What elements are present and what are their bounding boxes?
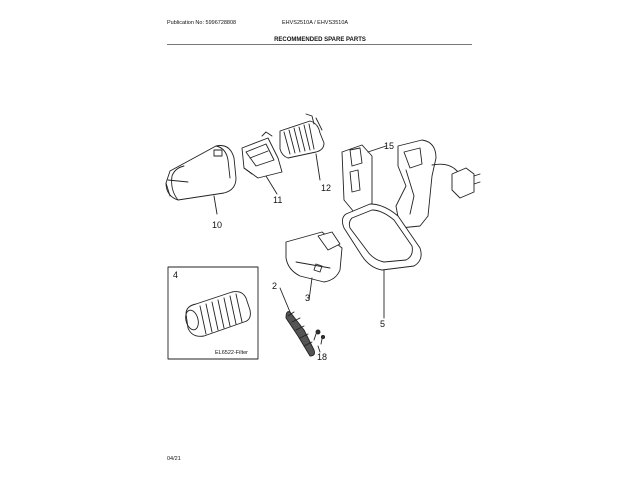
pleated-filter-part: [279, 113, 325, 181]
charger-adapter-part: [431, 163, 481, 199]
part-label-12: 12: [321, 183, 331, 193]
part-label-5: 5: [380, 319, 385, 329]
charging-base-part: [341, 139, 437, 319]
nozzle-part: [285, 231, 343, 301]
part-label-18: 18: [317, 352, 327, 362]
battery-module-part: [341, 144, 387, 213]
filter-inset-caption: EL6522-Filter: [215, 350, 248, 356]
screws-part: [313, 329, 326, 353]
part-label-10: 10: [212, 220, 222, 230]
dust-container-part: [165, 145, 237, 215]
part-label-11: 11: [273, 195, 282, 205]
page-title: RECOMMENDED SPARE PARTS: [274, 37, 366, 43]
filter-holder-part: [241, 131, 283, 195]
header-divider: [167, 44, 472, 45]
brush-roll-part: [279, 287, 315, 357]
part-label-15: 15: [384, 141, 394, 151]
part-label-2: 2: [272, 281, 277, 291]
model-numbers: EHVS2510A / EHVS3510A: [282, 20, 349, 26]
part-label-4: 4: [173, 270, 178, 280]
publication-number: Publication No: 5996728808: [167, 20, 237, 26]
part-label-3: 3: [305, 293, 310, 303]
footer-date: 04/21: [167, 456, 181, 462]
filter-inset-box: [167, 266, 259, 360]
